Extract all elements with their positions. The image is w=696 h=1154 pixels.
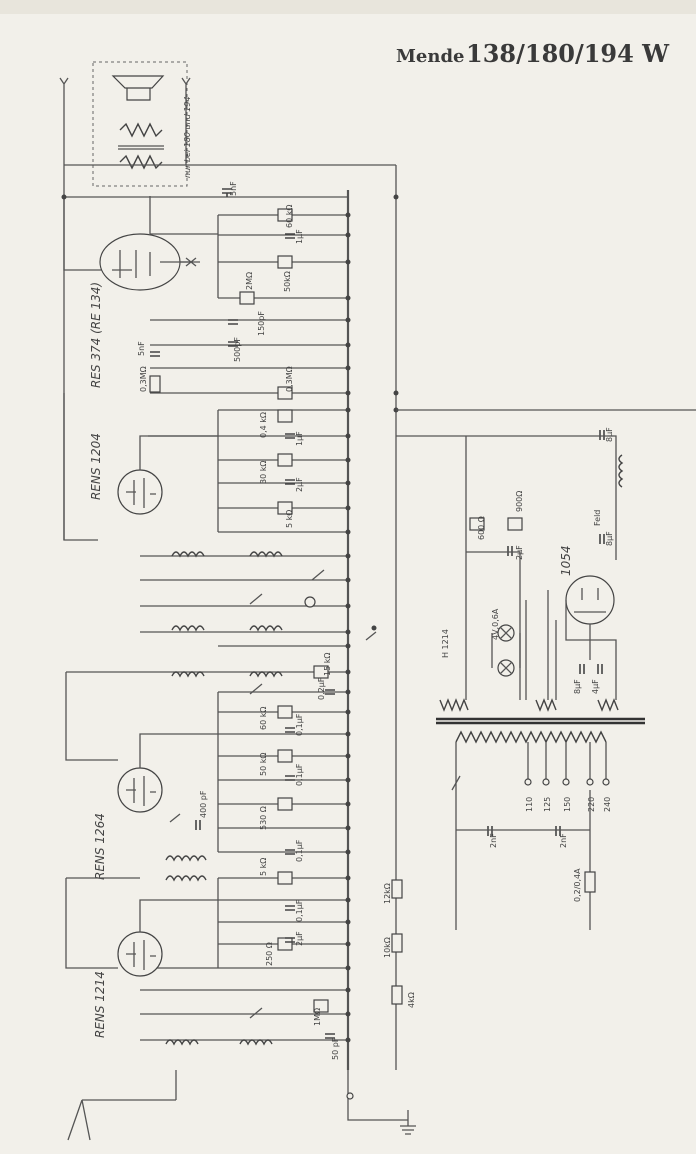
tap-240: 240 xyxy=(603,797,612,812)
lbl-c-4uf: 4µF xyxy=(591,679,600,694)
ladder-capacitors xyxy=(150,188,605,1039)
tap-150: 150 xyxy=(563,797,572,812)
tube-res374: RES 374 (RE 134) xyxy=(89,233,200,388)
tap-125: 125 xyxy=(543,797,552,812)
lbl-r-900: 900Ω xyxy=(515,491,524,512)
lbl-c-2nf-a: 2nF xyxy=(489,833,498,848)
tube-label-rens1204: RENS 1204 xyxy=(89,433,103,500)
title-brand: Mende xyxy=(396,46,465,67)
lbl-c-2uf-b: 2µF xyxy=(515,545,524,560)
ext-speaker-jack-right xyxy=(181,77,191,165)
lbl-c-50pf: 50 pF xyxy=(331,1037,340,1060)
speaker-icon xyxy=(111,75,165,101)
lbl-r-60k: 60 kΩ xyxy=(285,205,294,228)
tube-label-res374: RES 374 (RE 134) xyxy=(89,282,103,388)
lbl-lamp: 4V,0,6A xyxy=(491,608,500,640)
lbl-field: Feld xyxy=(593,510,602,526)
lbl-c-500pf: 500pF xyxy=(233,337,242,362)
lbl-r-04k: 0,4 kΩ xyxy=(259,412,268,438)
speaker-box: nur bei 180 und 194 xyxy=(92,61,192,187)
lbl-c-02uf: 0,2µF xyxy=(317,677,326,700)
tube-rens1204: RENS 1204 xyxy=(89,433,163,515)
tube-label-rens1264: RENS 1264 xyxy=(93,813,107,880)
lbl-c-2uf-a: 2µF xyxy=(295,477,304,492)
lbl-r-4k: 4kΩ xyxy=(407,992,416,1008)
lbl-r-15k: 15 kΩ xyxy=(323,653,332,676)
lbl-r-12k: 12kΩ xyxy=(383,883,392,904)
lbl-r-03m-b: 0,3MΩ xyxy=(285,366,294,392)
wave-switches xyxy=(169,569,461,1019)
lbl-c-8uf-top: 8µF xyxy=(605,427,614,442)
pilot-lamps xyxy=(491,624,521,677)
rail-junctions xyxy=(61,194,399,1043)
lbl-c-8uf-b: 8µF xyxy=(605,531,614,546)
lbl-c-5nf-mid: 5nF xyxy=(137,341,146,356)
lbl-r-5k-b: 5 kΩ xyxy=(259,858,268,876)
lbl-c-2nf-b: 2nF xyxy=(559,833,568,848)
hv-bus xyxy=(396,409,696,560)
lbl-r-60k-b: 60 kΩ xyxy=(259,707,268,730)
lbl-c-150pf: 150pF xyxy=(257,311,266,336)
tap-220: 220 xyxy=(587,797,596,812)
schematic-title: Mende 138/180/194 W xyxy=(396,39,670,68)
tube-rens1264: RENS 1264 xyxy=(93,767,163,880)
lbl-r-600: 600 Ω xyxy=(477,516,486,540)
lbl-c-5nf-top: 5nF xyxy=(229,181,238,196)
lbl-c-01uf-a: 0,1µF xyxy=(295,713,304,736)
lbl-r-50k: 50kΩ xyxy=(283,271,292,292)
ground-symbol xyxy=(346,1070,416,1135)
voice-coil-winding xyxy=(119,122,163,138)
title-models: 138/180/194 W xyxy=(466,39,670,68)
lbl-c-400pf: 400 pF xyxy=(199,790,208,818)
antenna xyxy=(67,1070,177,1141)
lbl-r-03m-a: 0,3MΩ xyxy=(139,366,148,392)
tube-label-rens1214: RENS 1214 xyxy=(93,971,107,1038)
lbl-c-1uf-a: 1µF xyxy=(295,229,304,244)
field-coil xyxy=(618,454,624,488)
tube-1054: 1054 xyxy=(559,545,615,625)
lbl-c-01uf-d: 0,1µF xyxy=(295,899,304,922)
lbl-r-30k: 30 kΩ xyxy=(259,461,268,484)
mains-transformer xyxy=(436,698,645,744)
lbl-r-50k-b: 50 kΩ xyxy=(259,753,268,776)
lbl-r-530: 530 Ω xyxy=(259,806,268,830)
lbl-r-250: 250 Ω xyxy=(265,942,274,966)
voltage-selector: 110 125 150 220 240 xyxy=(524,742,612,812)
rf-coils xyxy=(165,551,283,1046)
ladder-resistors xyxy=(149,208,403,1013)
tube-label-1054: 1054 xyxy=(559,545,573,576)
lbl-c-1uf-b: 1µF xyxy=(295,431,304,446)
lbl-fuse: 0,2/0,4A xyxy=(573,868,582,902)
lbl-tube-h1214: H 1214 xyxy=(441,629,450,658)
speaker-note: nur bei 180 und 194 xyxy=(183,96,192,178)
mains-fuse xyxy=(584,871,596,893)
lbl-c-01uf-b: 0,1µF xyxy=(295,763,304,786)
output-transformer-winding xyxy=(119,154,163,170)
component-labels: 5nF 60 kΩ 1µF 50kΩ 2MΩ 150pF 500pF 5nF 0… xyxy=(137,181,614,1060)
tap-110: 110 xyxy=(525,797,534,812)
lbl-r-10k: 10kΩ xyxy=(383,937,392,958)
lbl-r-5k-a: 5 kΩ xyxy=(285,510,294,528)
tube-rens1214: RENS 1214 xyxy=(93,931,163,1038)
lbl-c-2uf-c: 2µF xyxy=(295,931,304,946)
lbl-r-2m: 2MΩ xyxy=(245,272,254,290)
lbl-r-1m: 1MΩ xyxy=(313,1008,322,1026)
lbl-c-8uf-c: 8µF xyxy=(573,679,582,694)
lbl-c-01uf-c: 0,1µF xyxy=(295,839,304,862)
